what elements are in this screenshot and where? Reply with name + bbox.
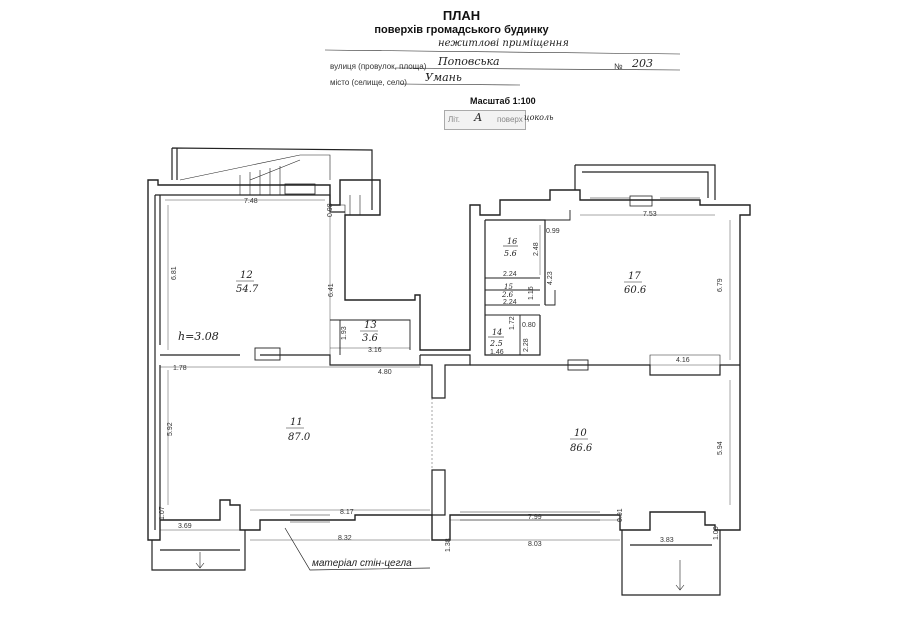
room-16-area: 5.6 [504, 249, 517, 258]
plan-title: ПЛАН [442, 8, 481, 23]
dim-5-92: 5.92 [167, 422, 174, 436]
dim-0-80: 0.80 [522, 322, 536, 329]
room-12-number: 12 [240, 270, 253, 281]
litera-value: А [474, 111, 483, 124]
room-11-area: 87.0 [288, 432, 311, 443]
dim-0-99: 0.99 [546, 228, 560, 235]
dim-1-07: 1.07 [159, 506, 166, 520]
dim-1-16: 1.16 [528, 286, 535, 300]
material-note: матеріал стін-цегла [312, 558, 412, 569]
room-10-area: 86.6 [570, 443, 593, 454]
dim-7-53: 7.53 [643, 211, 657, 218]
dim-5-94: 5.94 [717, 441, 724, 455]
dim-3-16: 3.16 [368, 347, 382, 354]
room-17-area: 60.6 [624, 285, 647, 296]
dim-2-24-b: 2.24 [503, 299, 517, 306]
dim-6-41: 6.41 [328, 283, 335, 297]
room-16-number: 16 [507, 237, 517, 246]
room-15-number: 15 [504, 283, 513, 291]
litera-label: Літ. [448, 115, 461, 124]
ceiling-height: h=3.08 [178, 330, 219, 343]
dim-4-16: 4.16 [676, 357, 690, 364]
room-12-area: 54.7 [236, 284, 259, 295]
room-11-number: 11 [290, 417, 303, 428]
floor-label: поверх [497, 115, 523, 124]
dim-2-28: 2.28 [523, 338, 530, 352]
dim-1-78: 1.78 [173, 365, 187, 372]
room-14-area: 2.5 [489, 339, 503, 348]
dim-6-81: 6.81 [171, 266, 178, 280]
dim-1-93: 1.93 [341, 326, 348, 340]
room-13-number: 13 [364, 320, 377, 331]
litera-stamp [444, 110, 526, 130]
room-10-number: 10 [574, 428, 587, 439]
dim-2-48: 2.48 [533, 242, 540, 256]
scale-label: Масштаб 1:100 [470, 96, 536, 106]
dim-1-46: 1.46 [490, 349, 504, 356]
dim-7-48: 7.48 [244, 198, 258, 205]
city-label: місто (селище, село) [330, 78, 407, 87]
number-label: № [614, 62, 623, 71]
street-label: вулиця (провулок, площа) [330, 62, 427, 71]
dim-8-32: 8.32 [338, 535, 352, 542]
building-type: нежитлові приміщення [438, 38, 569, 49]
dim-0-98: 0.98 [327, 203, 334, 217]
room-14-number: 14 [492, 328, 502, 337]
dim-3-83: 3.83 [660, 537, 674, 544]
dim-8-17: 8.17 [340, 509, 354, 516]
dim-7-99: 7.99 [528, 514, 542, 521]
dim-3-69: 3.69 [178, 523, 192, 530]
dim-0-91: 0.91 [617, 508, 624, 522]
room-15-area: 2.6 [501, 291, 514, 299]
dim-1-06: 1.06 [713, 526, 720, 540]
street-value: Поповська [438, 55, 500, 68]
room-17-number: 17 [628, 271, 641, 282]
dim-4-80: 4.80 [378, 369, 392, 376]
floor-value: цоколь [524, 113, 554, 122]
dim-2-24-a: 2.24 [503, 271, 517, 278]
dim-4-23: 4.23 [547, 271, 554, 285]
room-13-area: 3.6 [362, 333, 379, 344]
dim-6-79: 6.79 [717, 278, 724, 292]
number-value: 203 [632, 57, 653, 70]
dim-1-38: 1.38 [445, 538, 452, 552]
dim-1-72: 1.72 [509, 316, 516, 330]
city-value: Умань [425, 71, 462, 84]
plan-subtitle: поверхів громадського будинку [374, 24, 549, 36]
dim-8-03: 8.03 [528, 541, 542, 548]
